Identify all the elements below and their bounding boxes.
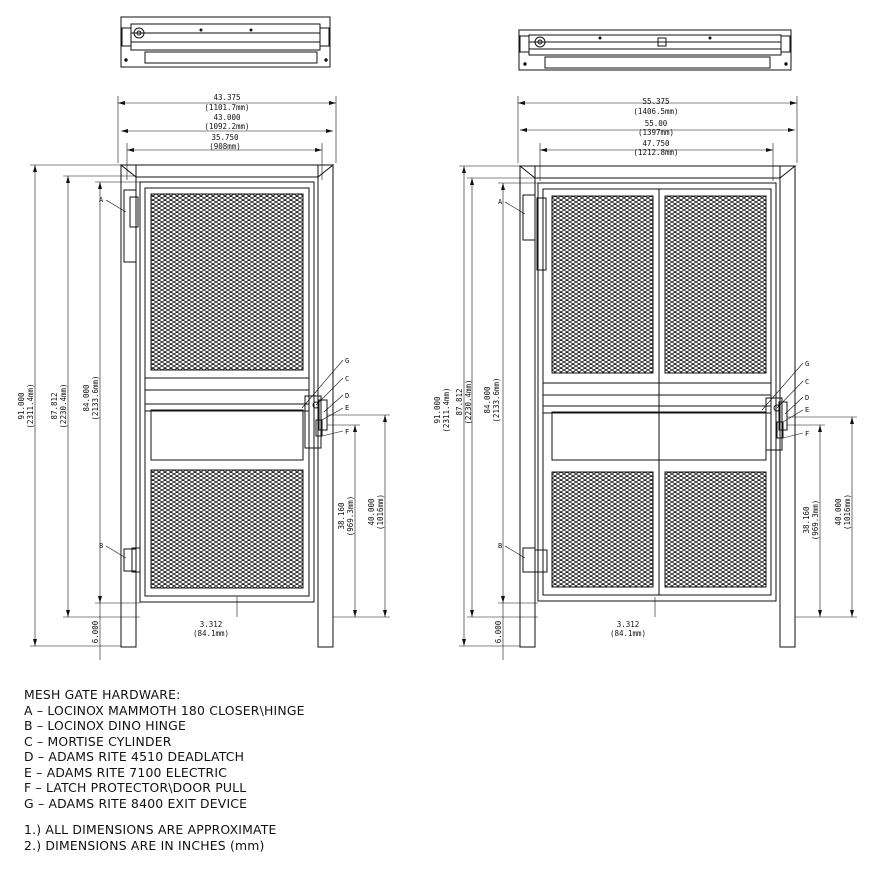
callout-g: G: [805, 360, 809, 368]
callout-a: A: [99, 196, 104, 204]
dim-frame-width: 43.000: [213, 113, 241, 122]
dim-frame-height-mm: (2230.4mm): [464, 379, 473, 424]
hardware-notes: MESH GATE HARDWARE: A – LOCINOX MAMMOTH …: [24, 687, 305, 853]
callout-e: E: [805, 406, 809, 414]
callout-b: B: [498, 542, 502, 550]
dim-bottom-clearance: 3.312: [617, 620, 640, 629]
dim-door-height: 84.000: [82, 384, 91, 412]
dim-door-height: 84.000: [483, 386, 492, 414]
top-view: [518, 29, 792, 71]
dim-door-height-mm: (2133.6mm): [492, 377, 501, 422]
dim-opening-width: 47.750: [642, 139, 670, 148]
callout-e: E: [345, 404, 349, 412]
dim-overall-width-mm: (1406.5mm): [633, 107, 678, 116]
dim-overall-height-mm: (2311.4mm): [442, 387, 451, 432]
callout-d: D: [805, 394, 809, 402]
hardware: [123, 189, 328, 573]
dim-frame-height-mm: (2230.4mm): [59, 383, 68, 428]
dim-bottom-clearance: 3.312: [200, 620, 223, 629]
callouts: A B G C D E F: [498, 198, 809, 559]
callout-d: D: [345, 392, 349, 400]
callout-b: B: [99, 542, 103, 550]
notes-item: C – MORTISE CYLINDER: [24, 733, 172, 749]
notes-item: D – ADAMS RITE 4510 DEADLATCH: [24, 749, 245, 764]
callout-a: A: [498, 198, 503, 206]
notes-spacer: [24, 811, 305, 822]
dim-leg: 6.000: [494, 620, 503, 643]
callout-c: C: [345, 375, 349, 383]
dim-leg: 6.000: [91, 620, 100, 643]
gate-single: 43.375 (1101.7mm) 43.000 (1092.2mm) 35.7…: [17, 16, 390, 660]
dim-bottom-clearance-mm: (84.1mm): [193, 629, 229, 638]
dim-latch-height-mm: (969.3mm): [346, 496, 355, 537]
door-leaf: [537, 182, 777, 602]
notes-item: A – LOCINOX MAMMOTH 180 CLOSER\HINGE: [24, 702, 305, 718]
notes-item: E – ADAMS RITE 7100 ELECTRIC: [24, 764, 228, 780]
dim-frame-height: 87.812: [455, 388, 464, 415]
top-view: [120, 16, 331, 68]
dim-overall-width: 43.375: [213, 93, 240, 102]
dimensions: [459, 96, 857, 660]
notes-item: F – LATCH PROTECTOR\DOOR PULL: [24, 780, 247, 795]
dim-opening-width: 35.750: [211, 133, 239, 142]
dim-latch-height: 38.160: [802, 506, 811, 534]
gate-double: 55.375 (1406.5mm) 55.00 (1397mm) 47.750 …: [433, 29, 857, 660]
dim-latch-height: 38.160: [337, 502, 346, 530]
dim-device-height: 40.000: [367, 498, 376, 526]
dim-device-height-mm: (1016mm): [843, 494, 852, 530]
notes-item: B – LOCINOX DINO HINGE: [24, 718, 186, 733]
dim-overall-height: 91.000: [17, 392, 26, 420]
callout-c: C: [805, 378, 809, 386]
dim-frame-width-mm: (1397mm): [638, 128, 674, 137]
dim-frame-width: 55.00: [645, 119, 668, 128]
callouts: A B G C D E F: [99, 196, 349, 559]
dim-opening-width-mm: (1212.8mm): [633, 148, 678, 157]
notes-item: G – ADAMS RITE 8400 EXIT DEVICE: [24, 795, 248, 811]
notes-remark: 2.) DIMENSIONS ARE IN INCHES (mm): [24, 837, 265, 853]
notes-title: MESH GATE HARDWARE:: [24, 687, 181, 702]
dim-frame-height: 87.812: [50, 392, 59, 419]
dim-door-height-mm: (2133.6mm): [91, 375, 100, 420]
dim-overall-width-mm: (1101.7mm): [204, 103, 249, 112]
callout-f: F: [345, 428, 349, 436]
dim-opening-width-mm: (908mm): [209, 142, 241, 151]
dim-latch-height-mm: (969.3mm): [811, 500, 820, 541]
dim-arrows: [462, 101, 854, 646]
callout-g: G: [345, 357, 349, 365]
hardware: [522, 194, 788, 573]
callout-f: F: [805, 430, 809, 438]
dim-device-height: 40.000: [834, 498, 843, 526]
dim-bottom-clearance-mm: (84.1mm): [610, 629, 646, 638]
dim-arrows: [33, 101, 387, 646]
dim-overall-height-mm: (2311.4mm): [26, 383, 35, 428]
dim-overall-height: 91.000: [433, 396, 442, 424]
door-leaf: [139, 181, 315, 603]
dimensions: [30, 96, 390, 660]
dim-overall-width: 55.375: [642, 97, 669, 106]
dim-frame-width-mm: (1092.2mm): [204, 122, 249, 131]
dim-device-height-mm: (1016mm): [376, 494, 385, 530]
notes-remark: 1.) ALL DIMENSIONS ARE APPROXIMATE: [24, 822, 277, 837]
